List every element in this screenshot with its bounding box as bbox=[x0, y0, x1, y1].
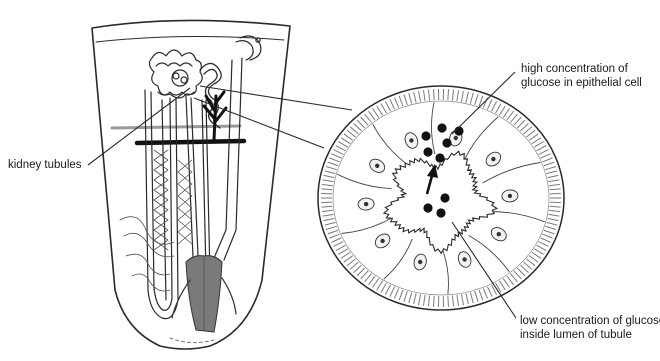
high-concentration-label: high concentration of glucose in epithel… bbox=[521, 62, 642, 90]
glomerulus bbox=[149, 50, 202, 98]
low-concentration-label: low concentration of glucose inside lume… bbox=[520, 314, 660, 342]
kidney-section bbox=[92, 20, 290, 349]
nucleolus bbox=[364, 202, 368, 206]
glucose-molecule bbox=[437, 123, 446, 132]
papilla-tip bbox=[170, 338, 214, 343]
nucleolus bbox=[380, 239, 384, 243]
nucleolus bbox=[497, 232, 501, 236]
nucleolus bbox=[454, 136, 458, 140]
glucose-molecule bbox=[436, 208, 445, 217]
low-concentration-line-1: low concentration of glucose bbox=[520, 314, 660, 328]
glucose-molecule bbox=[440, 193, 449, 202]
nucleolus bbox=[418, 260, 422, 264]
nucleolus bbox=[462, 257, 466, 261]
zoom-line-upper bbox=[200, 86, 352, 110]
nucleolus bbox=[375, 164, 379, 168]
glucose-molecule bbox=[423, 203, 432, 212]
nucleolus bbox=[508, 194, 512, 198]
medulla-band bbox=[137, 141, 244, 143]
glucose-molecule bbox=[442, 138, 451, 147]
glucose-molecule bbox=[421, 131, 430, 140]
high-concentration-line-1: high concentration of bbox=[521, 62, 642, 76]
low-concentration-line-2: inside lumen of tubule bbox=[520, 328, 660, 342]
kidney-tubules-label: kidney tubules bbox=[8, 158, 82, 172]
high-concentration-line-2: glucose in epithelial cell bbox=[521, 76, 642, 90]
collecting-duct bbox=[214, 36, 261, 260]
glucose-molecule bbox=[435, 153, 444, 162]
nucleolus bbox=[409, 138, 413, 142]
papillary-duct bbox=[172, 256, 236, 332]
glucose-molecule bbox=[423, 147, 432, 156]
vasa-recta bbox=[120, 150, 192, 291]
nucleolus bbox=[491, 157, 495, 161]
